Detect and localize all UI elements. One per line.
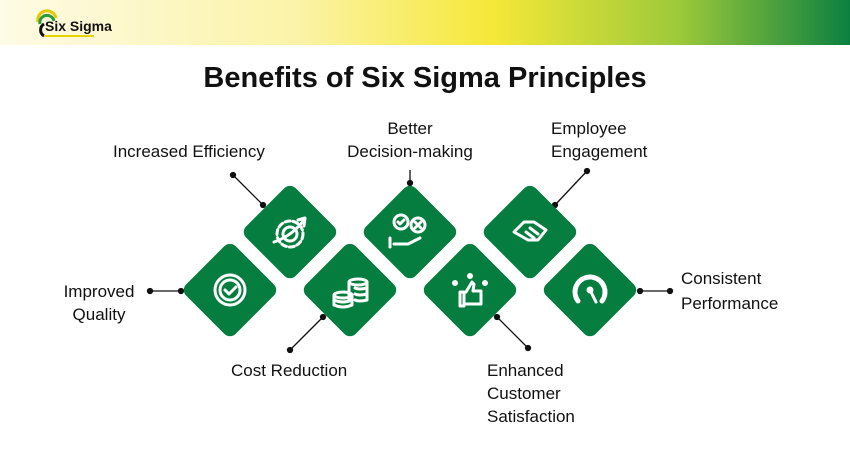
thumbs-up-stars-icon [452,273,488,308]
gear-arrow-icon [272,216,307,249]
header-banner: Six Sigma [0,0,850,45]
label-improved-quality: Improved Quality [56,280,142,326]
label-better-decision: Better Decision-making [330,117,490,163]
diamond-customer-satisfaction [423,243,517,337]
connector-consistent-performance [636,287,674,295]
diamond-improved-quality [183,243,277,337]
diamond-employee-engagement [483,185,577,279]
label-cost-reduction: Cost Reduction [231,361,348,380]
label-line: Improved [63,282,135,301]
label-employee-engagement: Employee Engagement [551,117,647,163]
label-line: Engagement [551,142,648,161]
logo-text: Six Sigma [45,18,112,34]
label-line: Consistent [681,269,762,288]
label-consistent-performance: Consistent Performance [681,266,778,316]
connector-cost-reduction [286,313,327,354]
label-line: Customer [487,384,561,403]
label-line: Better [387,119,433,138]
coins-icon [332,277,369,309]
quality-badge-icon [213,273,247,307]
label-line: Performance [681,294,779,313]
diamond-increased-efficiency [243,185,337,279]
label-line: Satisfaction [487,407,575,426]
logo-icon [36,9,94,38]
connector-increased-efficiency [229,171,267,209]
hand-choice-icon [388,213,427,249]
label-line: Decision-making [347,142,473,161]
label-line: Enhanced [487,361,564,380]
label-customer-satisfaction: Enhanced Customer Satisfaction [487,359,575,428]
speedometer-icon [572,274,608,304]
connector-employee-engagement [551,167,591,209]
page-title: Benefits of Six Sigma Principles [203,62,647,94]
label-increased-efficiency: Increased Efficiency [113,142,265,161]
connector-customer-satisfaction [493,313,532,352]
connector-improved-quality [146,287,185,295]
handshake-icon [512,220,548,242]
label-line: Employee [551,119,627,138]
label-line: Quality [72,305,126,324]
diamond-better-decision [363,185,457,279]
connector-better-decision [406,170,414,187]
